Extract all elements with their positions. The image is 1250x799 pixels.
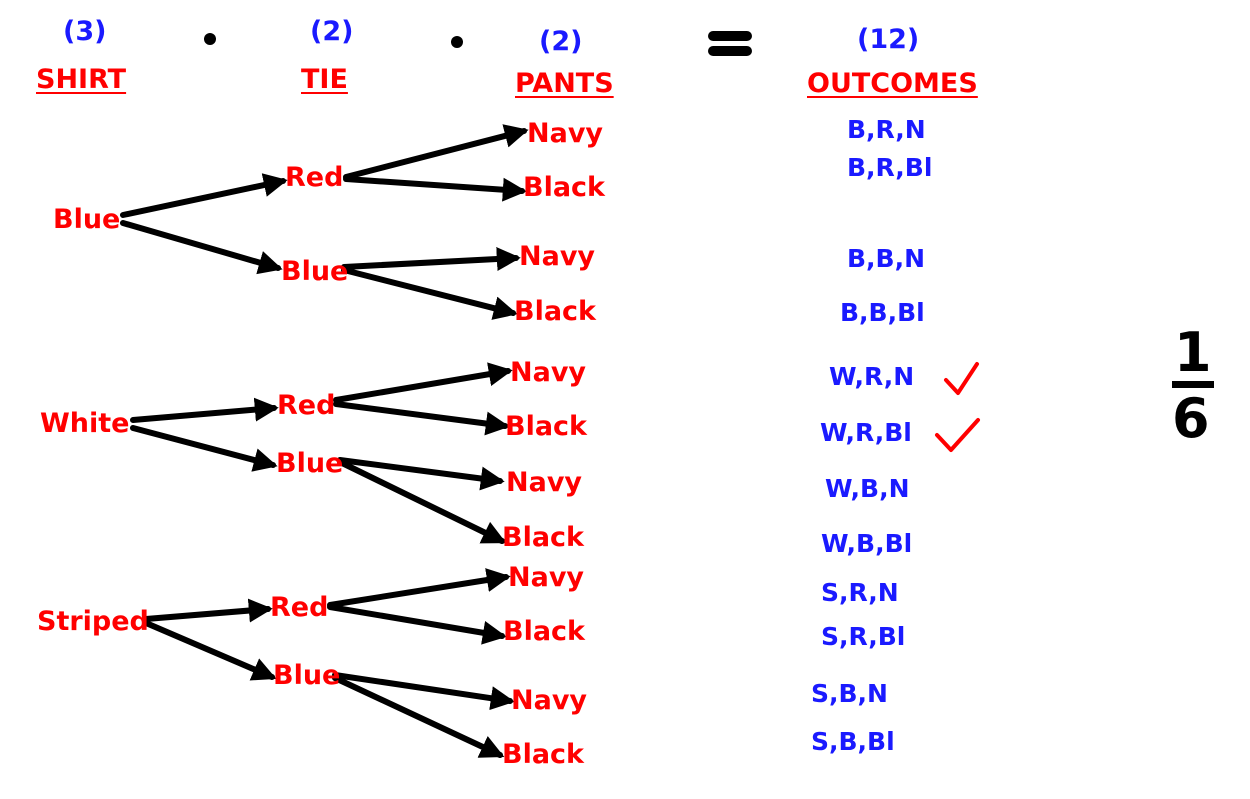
pants-node: Navy (527, 118, 604, 149)
edge-wred-navy (333, 362, 513, 403)
tie-node: Blue (276, 448, 344, 479)
edge-wblue-navy (337, 457, 505, 491)
pants-node: Black (502, 739, 585, 770)
tie-node: Red (285, 162, 344, 193)
shirt-count: (3) (63, 16, 107, 47)
multiply-dot (451, 36, 463, 48)
checkmark-icon (935, 418, 980, 452)
outcomes-count: (12) (857, 24, 920, 55)
tie-node: Red (270, 592, 329, 623)
fraction-numerator: 1 (1174, 321, 1212, 384)
equals-sign-top (708, 31, 752, 41)
edge-white-red (130, 397, 279, 423)
shirt-header: SHIRT (36, 64, 127, 95)
outcome-item: B,B,Bl (840, 298, 925, 327)
shirt-node: Blue (53, 204, 121, 235)
multiply-dot (204, 33, 216, 45)
edge-striped-red (143, 598, 273, 623)
equals-sign-bottom (708, 46, 752, 56)
checkmark-icon (944, 362, 979, 395)
edge-blue-blue (120, 220, 283, 275)
edge-sred-navy (327, 568, 511, 608)
outcome-item: S,R,N (821, 578, 899, 607)
outcome-item: W,R,N (829, 362, 915, 391)
outcome-item: W,B,N (825, 474, 910, 503)
outcome-item: B,R,Bl (847, 153, 933, 182)
outcome-item: W,B,Bl (821, 529, 913, 558)
edge-white-blue (130, 425, 278, 472)
edge-blue-red (120, 173, 288, 218)
pants-node: Black (514, 296, 597, 327)
shirt-node: Striped (37, 606, 149, 637)
pants-header: PANTS (515, 68, 614, 99)
tie-count: (2) (310, 16, 354, 47)
pants-node: Black (505, 411, 588, 442)
outcomes-header: OUTCOMES (807, 68, 978, 99)
tie-node: Blue (281, 256, 349, 287)
edge-sblue-navy (332, 672, 515, 711)
edge-wred-black (333, 401, 510, 436)
pants-node: Navy (519, 241, 596, 272)
outcome-item: S,B,Bl (811, 727, 895, 756)
edge-striped-blue (143, 620, 277, 681)
edge-bred-black (343, 176, 527, 202)
outcome-item: B,R,N (847, 115, 926, 144)
edge-bblue-black (341, 267, 518, 320)
pants-node: Black (523, 172, 606, 203)
pants-node: Black (503, 616, 586, 647)
pants-count: (2) (539, 26, 583, 57)
edge-bblue-navy (341, 247, 521, 271)
outcome-item: W,R,Bl (820, 418, 912, 447)
fraction-denominator: 6 (1172, 387, 1210, 450)
pants-node: Black (502, 522, 585, 553)
edge-bred-navy (343, 124, 529, 180)
edge-sblue-black (332, 675, 505, 758)
pants-node: Navy (510, 357, 587, 388)
edge-wblue-black (337, 459, 507, 544)
outcome-item: S,R,Bl (821, 622, 906, 651)
tie-node: Blue (273, 660, 341, 691)
tie-node: Red (277, 390, 336, 421)
shirt-node: White (40, 408, 130, 439)
outcome-item: S,B,N (811, 679, 888, 708)
pants-node: Navy (511, 685, 588, 716)
tie-header: TIE (301, 64, 348, 95)
fraction-bar (1172, 381, 1214, 388)
pants-node: Navy (506, 467, 583, 498)
outcome-item: B,B,N (847, 244, 926, 273)
edge-sred-black (327, 604, 507, 645)
pants-node: Navy (508, 562, 585, 593)
